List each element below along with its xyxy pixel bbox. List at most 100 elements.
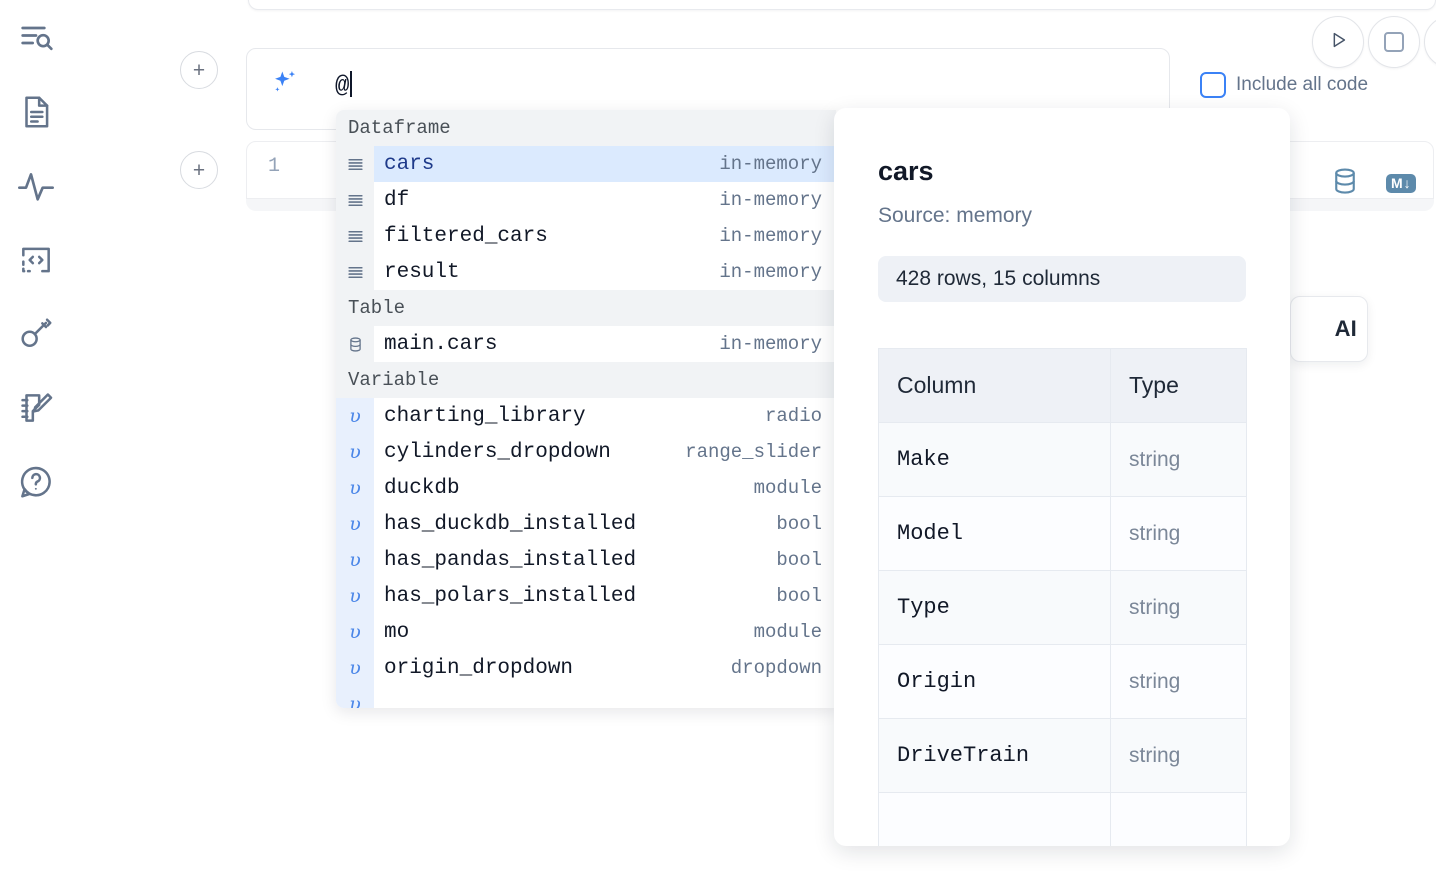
list-item-meta: range_slider: [685, 441, 822, 463]
overflow-button[interactable]: [1424, 16, 1436, 68]
list-item-name: cars: [384, 152, 435, 176]
key-icon: [17, 315, 55, 353]
variable-icon: υ: [336, 650, 374, 686]
list-item-name: result: [384, 260, 460, 284]
variable-icon: υ: [336, 614, 374, 650]
database-icon[interactable]: [1330, 166, 1360, 201]
sidebar-item-help[interactable]: [14, 460, 58, 504]
column-header-type: Type: [1110, 348, 1247, 423]
cell-above-stub: [248, 0, 1436, 10]
list-item-meta: in-memory: [719, 189, 822, 211]
sidebar-rail: [0, 0, 72, 874]
list-item-meta: module: [753, 477, 822, 499]
variable-icon: υ: [336, 542, 374, 578]
cell-column-type: string: [1110, 570, 1247, 645]
cell-column-name: Make: [878, 422, 1111, 497]
list-item-meta: module: [753, 621, 822, 643]
cell-language-icons: M↓: [1330, 166, 1416, 201]
cell-column-type: string: [1110, 496, 1247, 571]
list-item-name: has_pandas_installed: [384, 548, 637, 572]
dataframe-icon: [336, 254, 374, 290]
cell-column-name: Origin: [878, 644, 1111, 719]
list-item[interactable]: υ has_pandas_installed bool: [336, 542, 836, 578]
table-row-partial: [878, 792, 1247, 846]
cell-column-name: [878, 792, 1111, 846]
list-item[interactable]: cars in-memory: [336, 146, 836, 182]
ai-hint-card[interactable]: AI: [1290, 296, 1368, 362]
markdown-icon[interactable]: M↓: [1386, 173, 1416, 194]
list-item-name: mo: [384, 620, 410, 644]
text-caret: [350, 71, 353, 97]
table-row: Model string: [878, 496, 1247, 571]
list-item-meta: bool: [776, 513, 822, 535]
autocomplete-list[interactable]: Dataframe cars in-memory df in-memory: [336, 110, 836, 708]
dataframe-icon: [336, 182, 374, 218]
list-item[interactable]: υ mo module: [336, 614, 836, 650]
list-item-meta: in-memory: [719, 225, 822, 247]
table-row: Type string: [878, 570, 1247, 645]
list-item-meta: in-memory: [719, 261, 822, 283]
autocomplete-group-header: Table: [336, 290, 836, 326]
cell-column-type: string: [1110, 718, 1247, 793]
list-item[interactable]: υ has_polars_installed bool: [336, 578, 836, 614]
list-item-name: origin_dropdown: [384, 656, 574, 680]
list-item[interactable]: υ origin_dropdown dropdown: [336, 650, 836, 686]
cell-column-name: Type: [878, 570, 1111, 645]
list-item[interactable]: υ has_duckdb_installed bool: [336, 506, 836, 542]
list-item[interactable]: υ cylinders_dropdown range_slider: [336, 434, 836, 470]
list-item-meta: in-memory: [719, 153, 822, 175]
variable-icon: υ: [336, 434, 374, 470]
list-item[interactable]: filtered_cars in-memory: [336, 218, 836, 254]
autocomplete-group-header: Dataframe: [336, 110, 836, 146]
help-chat-icon: [17, 463, 55, 501]
list-item[interactable]: result in-memory: [336, 254, 836, 290]
list-item-meta: dropdown: [730, 657, 822, 679]
list-item[interactable]: df in-memory: [336, 182, 836, 218]
list-item-meta: in-memory: [719, 333, 822, 355]
include-all-code-row[interactable]: Include all code: [1200, 72, 1368, 98]
add-cell-button-top[interactable]: +: [180, 51, 218, 89]
list-item[interactable]: υ charting_library radio: [336, 398, 836, 434]
ai-prompt-text[interactable]: @: [335, 71, 353, 100]
list-item[interactable]: main.cars in-memory: [336, 326, 836, 362]
sidebar-item-scratchpad[interactable]: [14, 386, 58, 430]
list-item-meta: bool: [776, 585, 822, 607]
include-all-code-checkbox[interactable]: [1200, 72, 1226, 98]
sidebar-item-explorer[interactable]: [14, 16, 58, 60]
sidebar-item-activity[interactable]: [14, 164, 58, 208]
detail-source: Source: memory: [878, 204, 1033, 227]
list-item-name: main.cars: [384, 332, 498, 356]
list-item-name: duckdb: [384, 476, 460, 500]
table-row: DriveTrain string: [878, 718, 1247, 793]
cell-column-type: string: [1110, 644, 1247, 719]
notepad-pencil-icon: [17, 389, 55, 427]
explorer-search-icon: [16, 18, 56, 58]
list-item-partial[interactable]: υ: [336, 686, 836, 708]
detail-panel: cars Source: memory 428 rows, 15 columns…: [834, 108, 1290, 846]
play-icon: [1327, 29, 1349, 56]
variable-icon: υ: [336, 506, 374, 542]
sidebar-item-secrets[interactable]: [14, 312, 58, 356]
list-item-name: has_duckdb_installed: [384, 512, 637, 536]
run-button[interactable]: [1312, 16, 1364, 68]
stop-button[interactable]: [1368, 16, 1420, 68]
markdown-arrow: ↓: [1403, 174, 1411, 191]
column-header-column: Column: [878, 348, 1111, 423]
variable-icon: υ: [336, 398, 374, 434]
ai-prompt-value: @: [335, 73, 350, 100]
cell-column-type: string: [1110, 422, 1247, 497]
add-cell-button-bottom[interactable]: +: [180, 151, 218, 189]
sidebar-item-document[interactable]: [14, 90, 58, 134]
list-item-name: df: [384, 188, 410, 212]
autocomplete-group-header: Variable: [336, 362, 836, 398]
cell-column-name: DriveTrain: [878, 718, 1111, 793]
table-row: Make string: [878, 422, 1247, 497]
sidebar-item-snippets[interactable]: [14, 238, 58, 282]
list-item-name: filtered_cars: [384, 224, 548, 248]
list-item[interactable]: υ duckdb module: [336, 470, 836, 506]
list-item-name: has_polars_installed: [384, 584, 637, 608]
activity-icon: [16, 166, 56, 206]
list-item-name: charting_library: [384, 404, 586, 428]
table-row: Origin string: [878, 644, 1247, 719]
